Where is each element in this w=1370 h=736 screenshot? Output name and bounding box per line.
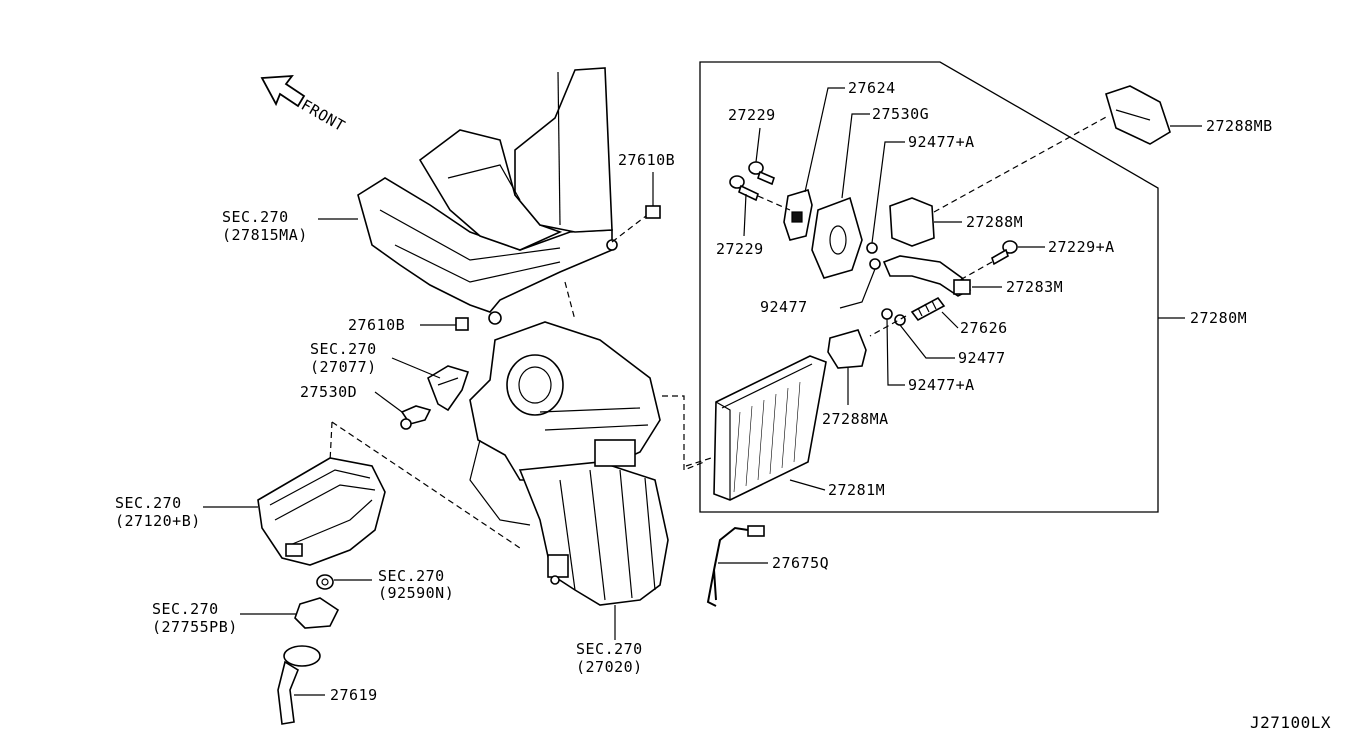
label-sec-top-2: (27815MA) — [222, 226, 308, 244]
label-sec-27755-2: (27755PB) — [152, 618, 238, 636]
label-92477a-top: 92477+A — [908, 133, 975, 151]
insulator-27288m-part — [889, 197, 935, 247]
label-27288mb: 27288MB — [1206, 117, 1273, 135]
bracket-27077-part — [427, 365, 470, 412]
evaporator-27281m-part — [713, 355, 827, 501]
label-92477a-low: 92477+A — [908, 376, 975, 394]
label-27624: 27624 — [848, 79, 896, 97]
label-sec-27755-1: SEC.270 — [152, 600, 219, 618]
drain-27619-part — [277, 645, 321, 725]
label-sec-92590-1: SEC.270 — [378, 567, 445, 585]
valve-27624-part — [783, 188, 813, 241]
label-27610b-top: 27610B — [618, 151, 675, 169]
label-27530d: 27530D — [300, 383, 357, 401]
label-27283m: 27283M — [1006, 278, 1063, 296]
label-92477-low: 92477 — [958, 349, 1006, 367]
label-27229-b: 27229 — [716, 240, 764, 258]
o-ring-92477-low — [894, 314, 906, 326]
front-arrow-icon — [260, 74, 306, 108]
label-27281m: 27281M — [828, 481, 885, 499]
o-ring-92477a-top — [866, 242, 878, 254]
grommet-92590n-part — [316, 574, 334, 590]
gasket-27530g-part — [811, 196, 863, 279]
label-sec-92590-2: (92590N) — [378, 584, 454, 602]
lower-case-part — [257, 457, 386, 566]
label-92477-mid: 92477 — [760, 298, 808, 316]
upper-duct-part — [357, 67, 618, 325]
seal-27288ma-part — [827, 329, 867, 369]
pipe-27283m-part — [882, 255, 972, 297]
label-sec-mid-2: (27077) — [310, 358, 377, 376]
label-sec-lower-1: SEC.270 — [115, 494, 182, 512]
bolt-27229a-part — [991, 240, 1018, 266]
label-27229a: 27229+A — [1048, 238, 1115, 256]
pad-27755pb-part — [294, 597, 340, 629]
label-27229-a: 27229 — [728, 106, 776, 124]
front-label: FRONT — [298, 96, 348, 135]
bolt-27229-b — [729, 175, 759, 202]
label-27288ma: 27288MA — [822, 410, 889, 428]
bolt-27229-a — [748, 161, 775, 186]
diagram-code: J27100LX — [1250, 713, 1331, 732]
insulator-27288mb-part — [1105, 85, 1171, 145]
sensor-27530d-part — [400, 405, 432, 430]
label-27619: 27619 — [330, 686, 378, 704]
label-27610b-mid: 27610B — [348, 316, 405, 334]
heater-unit-part — [469, 321, 669, 606]
o-ring-92477a-low — [881, 308, 893, 320]
o-ring-92477-mid — [869, 258, 881, 270]
label-sec-27020-2: (27020) — [576, 658, 643, 676]
label-27280m: 27280M — [1190, 309, 1247, 327]
assembly-boundary-box — [699, 61, 1159, 513]
label-sec-top-1: SEC.270 — [222, 208, 289, 226]
clip-27610b-mid — [455, 317, 469, 331]
label-sec-27020-1: SEC.270 — [576, 640, 643, 658]
label-27288m: 27288M — [966, 213, 1023, 231]
label-27626: 27626 — [960, 319, 1008, 337]
harness-27675q-part — [706, 525, 765, 607]
clip-27610b-top — [645, 205, 661, 219]
label-sec-mid-1: SEC.270 — [310, 340, 377, 358]
connector-27626-part — [910, 296, 946, 322]
label-sec-lower-2: (27120+B) — [115, 512, 201, 530]
label-27530g: 27530G — [872, 105, 929, 123]
label-27675q: 27675Q — [772, 554, 829, 572]
